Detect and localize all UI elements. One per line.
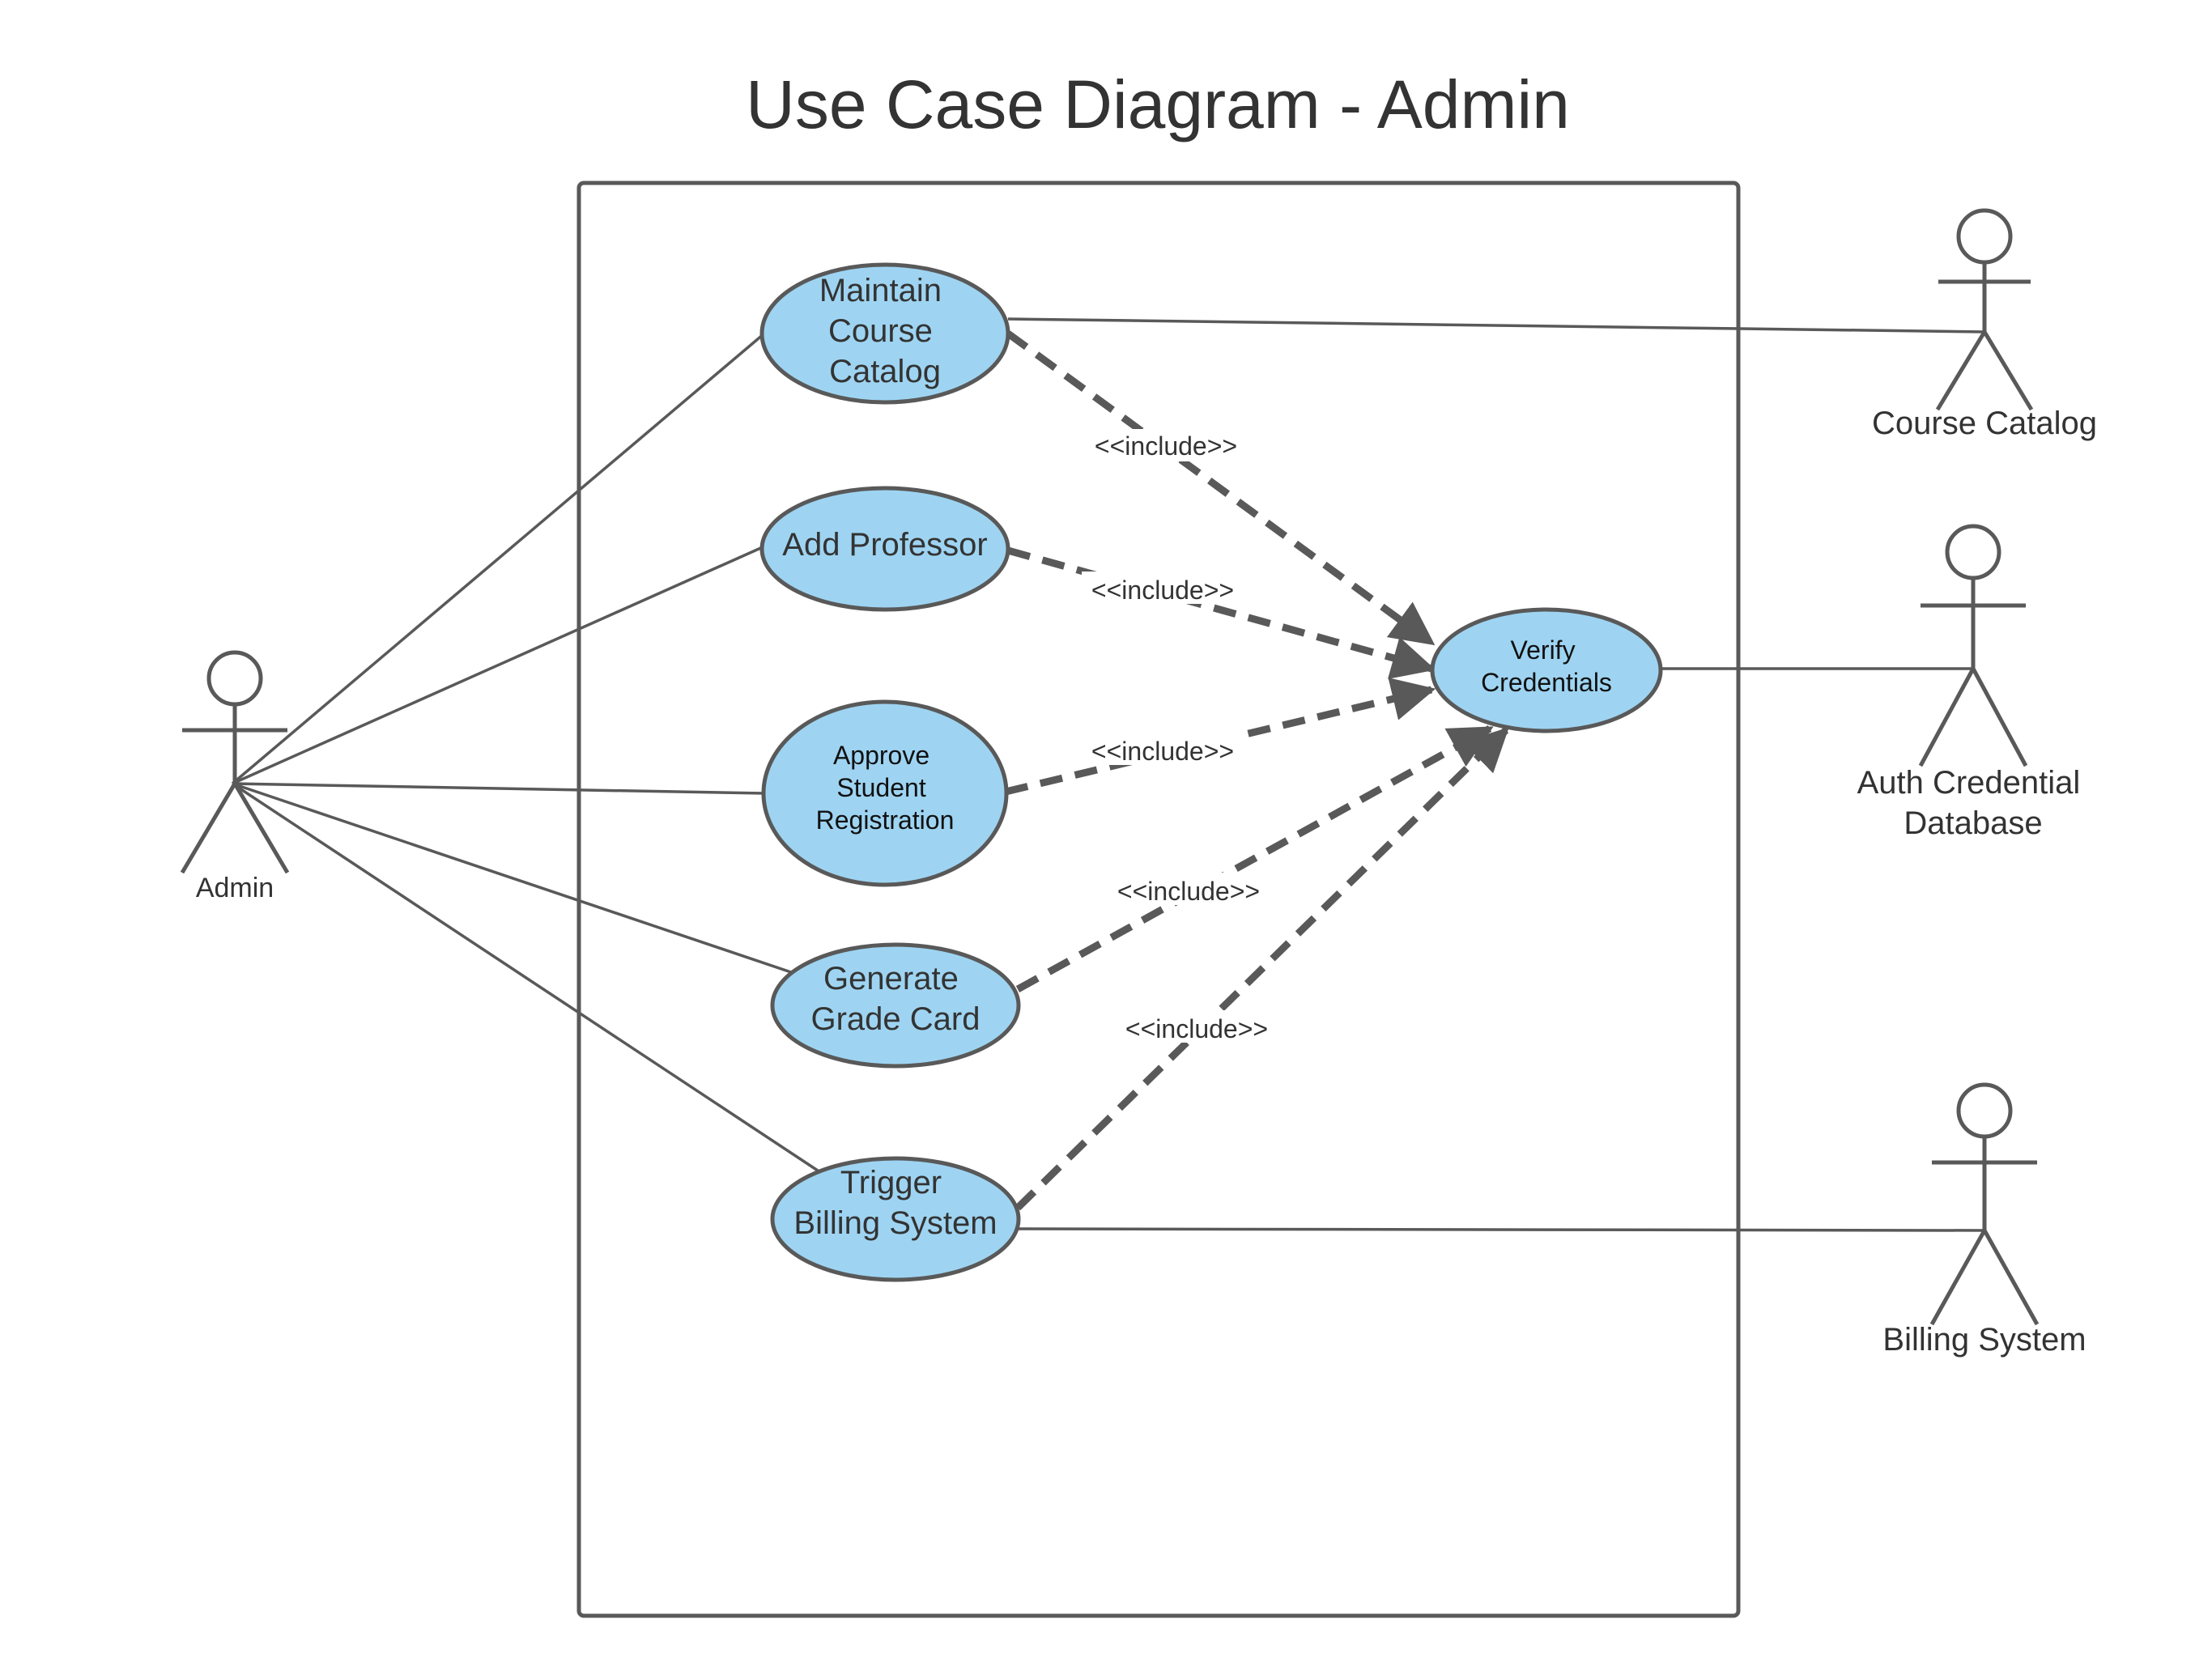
include-arrow-trigger-billing xyxy=(1015,727,1509,1211)
actor-label-billing-system: Billing System xyxy=(1882,1322,2086,1358)
use-case-label-line: Registration xyxy=(816,805,955,835)
use-case-label-line: Approve xyxy=(833,741,929,770)
association-admin-trigger-billing xyxy=(232,782,823,1175)
include-arrow-generate-grade-card xyxy=(1015,725,1494,992)
svg-text:Approve Student Re: Approve Student Registration xyxy=(816,741,955,835)
svg-text:Generate Grade Card: Generate Grade Card xyxy=(811,961,981,1037)
diagram-title: Use Case Diagram - Admin xyxy=(746,66,1570,142)
actor-label-admin: Admin xyxy=(196,873,274,903)
actor-label-auth-db-line2: Database xyxy=(1904,805,2042,841)
use-case-generate-grade-card[interactable]: Generate Grade Card xyxy=(770,942,1021,1069)
use-case-label-line: Student xyxy=(836,773,925,802)
actor-auth-credential-database[interactable] xyxy=(1918,524,2028,767)
association-admin-maintain-catalog xyxy=(231,332,766,785)
include-label-trigger-billing: <<include>> xyxy=(1125,1014,1268,1043)
actor-billing-system[interactable] xyxy=(1929,1082,2040,1326)
actor-label-auth-db-line1: Auth Credential xyxy=(1857,765,2081,801)
include-labels: <<include>> <<include>> <<include>> <<in… xyxy=(1082,429,1278,1043)
include-label-generate-grade-card: <<include>> xyxy=(1117,877,1260,906)
include-label-add-professor: <<include>> xyxy=(1091,576,1234,605)
svg-text:Verify Credentials: Verify Credentials xyxy=(1481,635,1612,697)
include-dependencies xyxy=(1004,330,1509,1211)
use-case-verify-credentials[interactable]: Verify Credentials xyxy=(1430,607,1663,733)
include-label-approve-registration: <<include>> xyxy=(1091,737,1234,766)
include-arrow-maintain-catalog xyxy=(1006,330,1436,646)
use-case-label-line: Catalog xyxy=(829,354,941,389)
actor-head xyxy=(206,650,263,707)
svg-text:Trigger Billing System: Trigger Billing System xyxy=(793,1165,997,1241)
actor-leg-right xyxy=(1971,667,2028,767)
actor-head xyxy=(1945,524,2001,580)
association-catalog-to-course-catalog-actor xyxy=(1007,317,1985,334)
association-admin-generate-grade-card xyxy=(232,782,794,975)
actor-leg-left xyxy=(1918,667,1976,767)
association-admin-approve-registration xyxy=(232,782,765,795)
svg-text:Maintain Course Ca: Maintain Course Catalog xyxy=(819,273,951,389)
actor-head xyxy=(1956,208,2013,265)
admin-associations xyxy=(231,332,823,1175)
use-case-label-line: Add Professor xyxy=(782,527,987,563)
use-case-maintain-course-catalog[interactable]: Maintain Course Catalog xyxy=(759,262,1010,405)
actor-leg-right xyxy=(1982,1229,2040,1326)
include-arrow-add-professor xyxy=(1006,546,1436,679)
svg-text:Add Professor: Add Professor xyxy=(782,527,987,563)
svg-text:Auth Credential Database: Auth Credential Database xyxy=(1857,765,2090,841)
use-case-add-professor[interactable]: Add Professor xyxy=(759,486,1010,612)
use-case-label-line: Credentials xyxy=(1481,668,1612,697)
actor-head xyxy=(1956,1082,2013,1139)
use-case-label-line: Generate xyxy=(823,961,959,996)
use-case-label-line: Course xyxy=(828,313,933,349)
actor-leg-left xyxy=(1935,330,1987,411)
actor-leg-right xyxy=(232,782,290,874)
actor-label-course-catalog: Course Catalog xyxy=(1872,406,2097,441)
association-admin-add-professor xyxy=(232,545,765,785)
actor-course-catalog[interactable] xyxy=(1935,208,2034,411)
actor-leg-left xyxy=(1929,1229,1987,1326)
include-label-maintain-catalog: <<include>> xyxy=(1095,431,1237,461)
actor-admin[interactable] xyxy=(180,650,290,874)
use-case-approve-student-registration[interactable]: Approve Student Registration xyxy=(761,699,1009,887)
use-case-label-line: Billing System xyxy=(793,1205,997,1241)
actor-leg-left xyxy=(180,782,237,874)
use-case-label-line: Trigger xyxy=(840,1165,942,1200)
use-case-label-line: Verify xyxy=(1511,635,1576,665)
actor-leg-right xyxy=(1982,330,2034,411)
use-case-label-line: Grade Card xyxy=(811,1001,981,1037)
association-billing-to-billing-actor xyxy=(1017,1227,1985,1232)
use-case-label-line: Maintain xyxy=(819,273,942,308)
secondary-associations xyxy=(1007,317,1985,1232)
use-case-trigger-billing-system[interactable]: Trigger Billing System xyxy=(770,1156,1021,1282)
